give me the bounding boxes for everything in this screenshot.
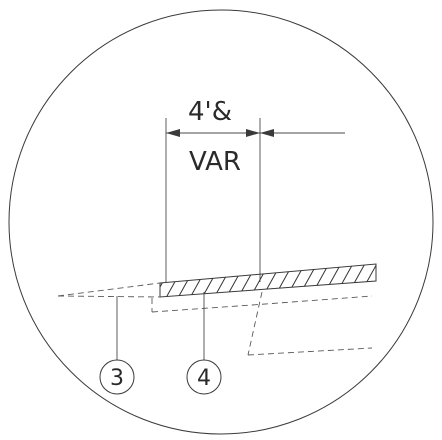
dimension-arrow-right xyxy=(246,129,260,137)
existing-surface-bottom xyxy=(57,295,161,298)
dimension-text-top: 4'& xyxy=(188,97,232,127)
base-bottom-line xyxy=(151,304,253,313)
widening-cut-line xyxy=(247,291,263,356)
widening-bottom-line xyxy=(247,347,373,356)
detail-circle xyxy=(8,9,434,435)
callout-label-4: 4 xyxy=(197,366,211,391)
callout-circle-4 xyxy=(186,359,222,395)
callout-label-3: 3 xyxy=(110,366,124,391)
callout-circle-3 xyxy=(99,359,135,395)
dimension-text-bottom: VAR xyxy=(189,147,241,177)
hatched-surface-layer xyxy=(159,263,377,298)
dimension-arrow-left xyxy=(166,129,180,137)
base-bottom-line-right xyxy=(251,295,373,306)
existing-surface-top xyxy=(57,282,161,297)
hatch-pattern xyxy=(160,264,376,297)
dimension-arrow-outer xyxy=(260,129,274,137)
